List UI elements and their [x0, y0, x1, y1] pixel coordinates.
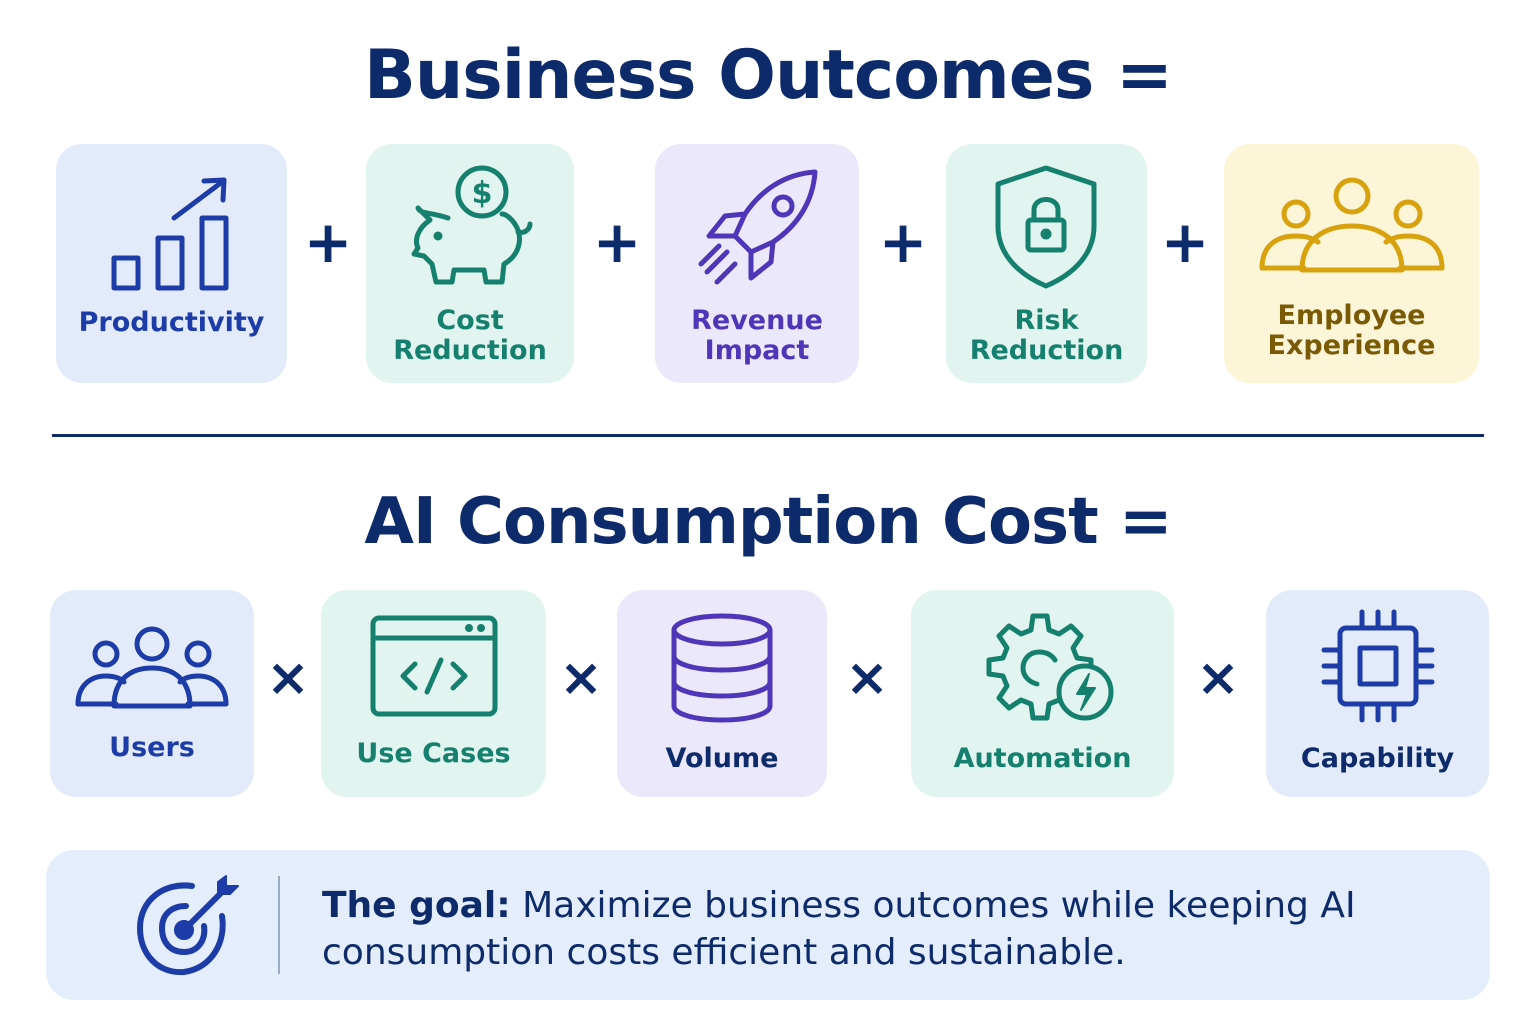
capability-label: Capability	[1300, 743, 1455, 774]
plus-operator: +	[878, 208, 928, 276]
cost-reduction-card: $ Cost Reduction	[366, 144, 574, 383]
use-cases-card: Use Cases	[321, 590, 546, 797]
automation-card: Automation	[911, 590, 1174, 797]
target-arrow-icon	[137, 875, 239, 976]
multiply-operator: ×	[845, 648, 889, 708]
goal-lead: The goal:	[322, 885, 511, 926]
goal-body: Maximize business outcomes while keeping…	[322, 885, 1356, 973]
svg-text:$: $	[472, 176, 493, 211]
multiply-operator: ×	[1196, 648, 1240, 708]
goal-text: The goal: Maximize business outcomes whi…	[322, 882, 1442, 976]
productivity-card: Productivity	[56, 144, 287, 383]
productivity-label: Productivity	[78, 307, 265, 338]
use-cases-label: Use Cases	[356, 738, 511, 769]
volume-card: Volume	[617, 590, 827, 797]
piggy-bank-dollar-icon: $	[411, 165, 533, 285]
cost-reduction-label: Cost Reduction	[393, 305, 547, 366]
ai-consumption-cost-title: AI Consumption Cost =	[364, 485, 1172, 559]
employee-experience-label: Employee Experience	[1267, 300, 1436, 361]
users-card: Users	[50, 590, 254, 797]
code-window-icon	[370, 615, 498, 717]
multiply-operator: ×	[559, 648, 603, 708]
revenue-impact-card: Revenue Impact	[655, 144, 859, 383]
plus-operator: +	[303, 208, 353, 276]
plus-operator: +	[1160, 208, 1210, 276]
business-outcomes-title: Business Outcomes =	[363, 36, 1173, 115]
section-divider	[52, 434, 1484, 437]
revenue-impact-label: Revenue Impact	[691, 305, 823, 366]
capability-card: Capability	[1266, 590, 1489, 797]
gear-lightning-icon	[986, 613, 1114, 721]
risk-reduction-card: Risk Reduction	[946, 144, 1147, 383]
shield-lock-icon	[995, 165, 1097, 289]
bar-chart-growth-icon	[111, 177, 229, 291]
employee-experience-card: Employee Experience	[1224, 144, 1479, 383]
database-icon	[671, 613, 773, 723]
multiply-operator: ×	[266, 648, 310, 708]
risk-reduction-label: Risk Reduction	[969, 305, 1124, 366]
volume-label: Volume	[665, 743, 779, 774]
users-label: Users	[109, 732, 195, 763]
plus-operator: +	[592, 208, 642, 276]
users-group-icon	[75, 626, 229, 709]
goal-banner: The goal: Maximize business outcomes whi…	[46, 850, 1490, 1000]
people-group-icon	[1259, 177, 1445, 273]
cpu-chip-icon	[1321, 609, 1435, 723]
rocket-icon	[698, 169, 818, 285]
automation-label: Automation	[953, 743, 1132, 774]
goal-separator	[278, 876, 280, 974]
